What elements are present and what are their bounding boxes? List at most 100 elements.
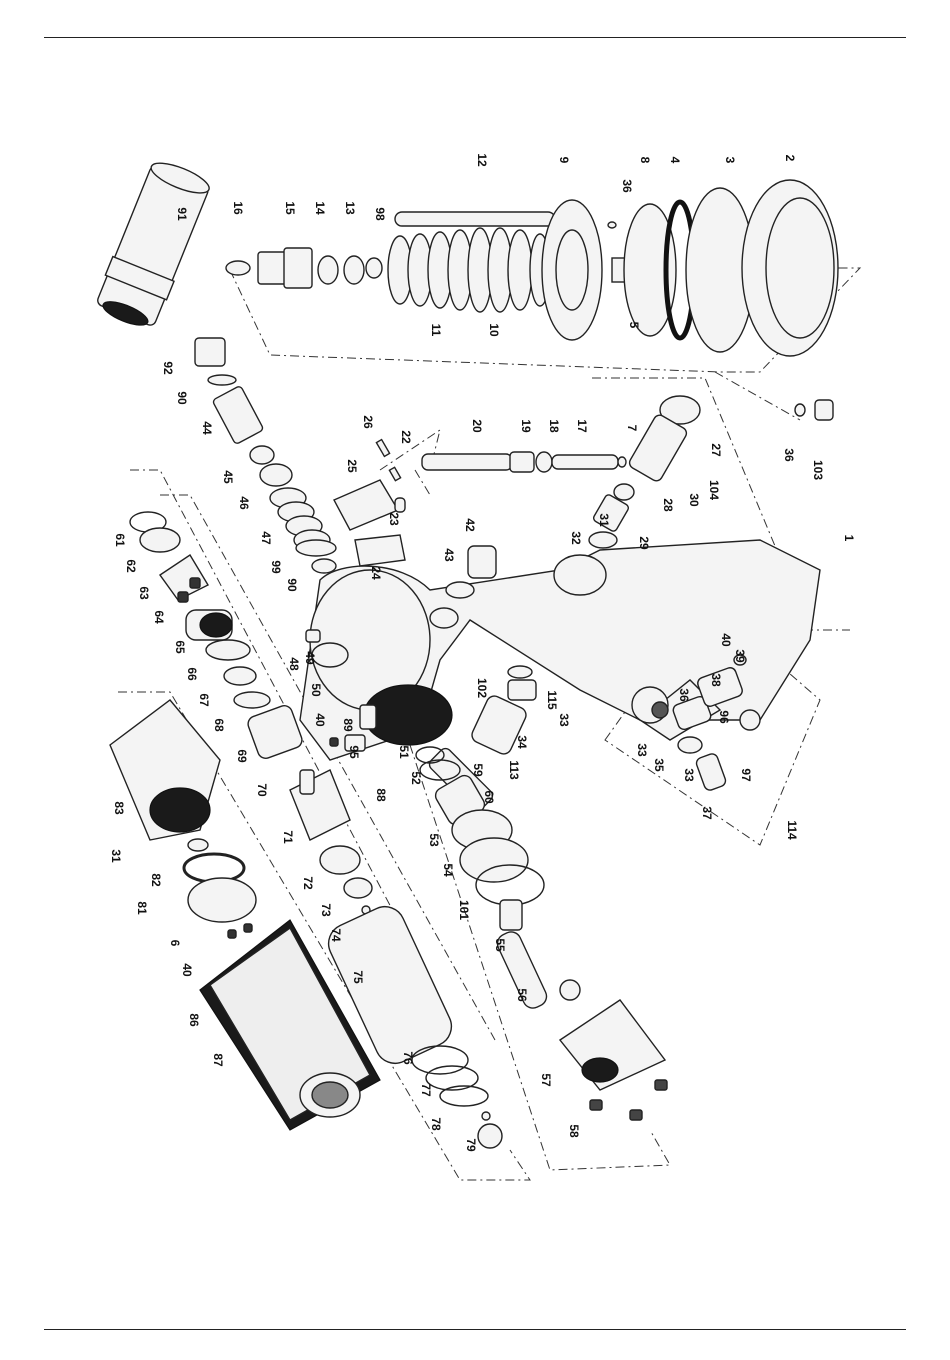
part-label-88: 88 bbox=[374, 788, 388, 802]
part-label-62: 62 bbox=[124, 559, 138, 573]
part-label-64: 64 bbox=[152, 610, 166, 624]
part-label-32: 32 bbox=[569, 531, 583, 545]
fitting-parts bbox=[305, 545, 497, 668]
part-label-31: 31 bbox=[109, 849, 123, 863]
part-label-54: 54 bbox=[441, 863, 455, 877]
part-label-2: 2 bbox=[783, 155, 797, 162]
part-label-12: 12 bbox=[475, 153, 489, 167]
part-label-101: 101 bbox=[457, 900, 471, 920]
part-label-24: 24 bbox=[369, 566, 383, 580]
part-label-95: 95 bbox=[347, 745, 361, 759]
lower-right-group bbox=[329, 704, 668, 1121]
part-label-97: 97 bbox=[739, 768, 753, 782]
part-label-76: 76 bbox=[401, 1051, 415, 1065]
part-label-7: 7 bbox=[625, 425, 639, 432]
part-label-113: 113 bbox=[507, 760, 521, 780]
needle-valve-parts bbox=[588, 395, 701, 549]
part-label-75: 75 bbox=[351, 970, 365, 984]
part-label-22: 22 bbox=[399, 430, 413, 444]
part-label-45: 45 bbox=[221, 470, 235, 484]
top-row-parts bbox=[225, 179, 839, 357]
part-label-83: 83 bbox=[112, 801, 126, 815]
part-label-40: 40 bbox=[719, 633, 733, 647]
part-label-52: 52 bbox=[409, 771, 423, 785]
part-label-89: 89 bbox=[341, 718, 355, 732]
part-91-tube bbox=[97, 162, 210, 326]
part-label-59: 59 bbox=[471, 763, 485, 777]
part-label-78: 78 bbox=[429, 1117, 443, 1131]
middle-group bbox=[289, 769, 503, 1149]
part-label-50: 50 bbox=[309, 683, 323, 697]
part-label-68: 68 bbox=[212, 718, 226, 732]
part-label-114: 114 bbox=[785, 820, 799, 840]
part-label-8: 8 bbox=[638, 157, 652, 164]
part-label-26: 26 bbox=[361, 415, 375, 429]
plug-103 bbox=[794, 399, 834, 421]
left-stack-parts bbox=[194, 337, 337, 574]
part-label-23: 23 bbox=[387, 512, 401, 526]
part-label-11: 11 bbox=[429, 324, 443, 337]
part-label-10: 10 bbox=[487, 323, 501, 337]
part-87-cylinder bbox=[199, 919, 381, 1131]
part-label-6: 6 bbox=[168, 940, 182, 947]
part-label-51: 51 bbox=[397, 745, 411, 759]
part-label-67: 67 bbox=[197, 693, 211, 707]
part-label-91: 91 bbox=[175, 207, 189, 221]
part-label-40: 40 bbox=[313, 713, 327, 727]
part-label-96: 96 bbox=[717, 710, 731, 724]
part-label-66: 66 bbox=[185, 667, 199, 681]
part-label-33: 33 bbox=[635, 743, 649, 757]
part-label-79: 79 bbox=[464, 1138, 478, 1152]
part-label-27: 27 bbox=[709, 443, 723, 457]
part-label-39: 39 bbox=[733, 649, 747, 663]
part-label-63: 63 bbox=[137, 586, 151, 600]
part-label-104: 104 bbox=[707, 480, 721, 500]
part-label-115: 115 bbox=[545, 690, 559, 710]
part-label-44: 44 bbox=[200, 421, 214, 435]
part-label-81: 81 bbox=[135, 901, 149, 915]
part-label-77: 77 bbox=[419, 1083, 433, 1097]
valve-block-parts bbox=[631, 654, 761, 791]
part-label-1: 1 bbox=[842, 535, 856, 542]
part-label-15: 15 bbox=[283, 201, 297, 215]
part-label-9: 9 bbox=[557, 157, 571, 164]
part-label-19: 19 bbox=[519, 419, 533, 433]
part-label-34: 34 bbox=[515, 735, 529, 749]
part-label-73: 73 bbox=[319, 903, 333, 917]
part-label-71: 71 bbox=[281, 830, 295, 844]
part-label-57: 57 bbox=[539, 1073, 553, 1087]
part-label-74: 74 bbox=[329, 928, 343, 942]
part-label-90: 90 bbox=[175, 391, 189, 405]
part-label-38: 38 bbox=[709, 673, 723, 687]
part-label-56: 56 bbox=[515, 988, 529, 1002]
part-label-13: 13 bbox=[343, 201, 357, 215]
part-label-48: 48 bbox=[287, 657, 301, 671]
part-label-33: 33 bbox=[557, 713, 571, 727]
part-label-72: 72 bbox=[301, 876, 315, 890]
part-label-53: 53 bbox=[427, 833, 441, 847]
part-label-4: 4 bbox=[668, 157, 682, 164]
part-label-86: 86 bbox=[187, 1013, 201, 1027]
part-label-36: 36 bbox=[782, 448, 796, 462]
part-label-58: 58 bbox=[567, 1124, 581, 1138]
part-label-33: 33 bbox=[682, 768, 696, 782]
part-label-46: 46 bbox=[237, 496, 251, 510]
part-label-37: 37 bbox=[700, 806, 714, 820]
part-label-25: 25 bbox=[345, 459, 359, 473]
lower-left-group bbox=[109, 699, 381, 1131]
part-label-60: 60 bbox=[482, 790, 496, 804]
part-label-99: 99 bbox=[269, 560, 283, 574]
part-label-20: 20 bbox=[470, 419, 484, 433]
part-label-5: 5 bbox=[627, 322, 641, 329]
footer-rule bbox=[44, 1329, 906, 1330]
part-label-16: 16 bbox=[231, 201, 245, 215]
part-label-47: 47 bbox=[259, 531, 273, 545]
part-label-36: 36 bbox=[620, 179, 634, 193]
part-label-61: 61 bbox=[113, 533, 127, 547]
upper-left-group bbox=[129, 511, 303, 759]
spring-10-11 bbox=[387, 227, 551, 313]
part-label-3: 3 bbox=[723, 157, 737, 164]
part-label-31: 31 bbox=[597, 513, 611, 527]
part-label-92: 92 bbox=[161, 361, 175, 375]
